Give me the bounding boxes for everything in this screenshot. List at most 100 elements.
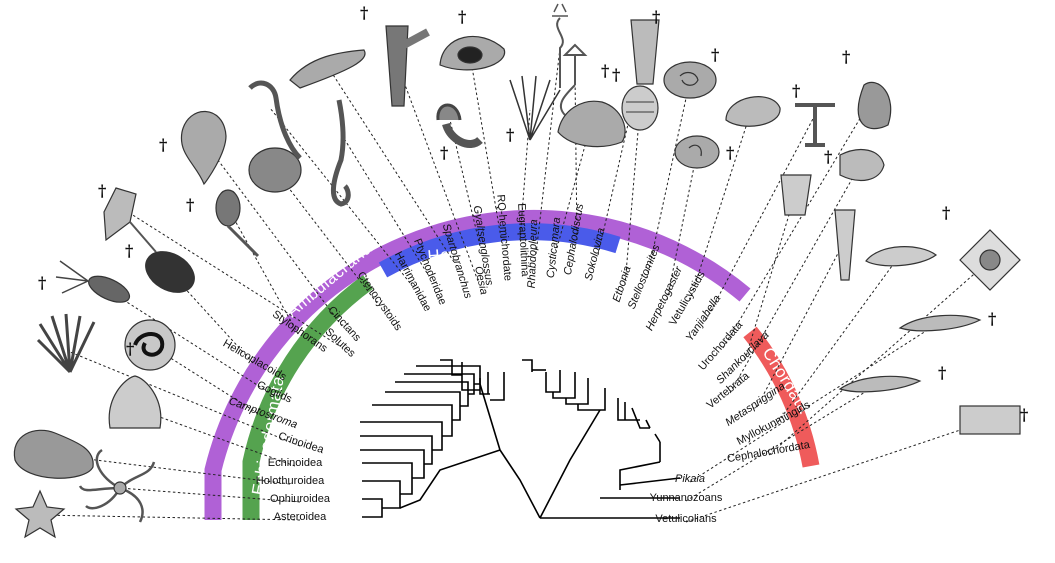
leader-line-solutes (127, 211, 339, 346)
organism-icon-ophiuroidea (78, 448, 156, 523)
tree-branch (479, 378, 490, 395)
extinct-dagger-yunnanozoans: † (938, 363, 946, 382)
organism-icon-rhabdopleura (552, 3, 568, 88)
organism-icon-oesia (385, 25, 430, 107)
leader-line-cephalochordata (768, 259, 991, 456)
organism-icon-asteroidea (14, 489, 66, 539)
organism-icon-cinctans (180, 110, 227, 186)
leader-line-spartobranchus (329, 69, 455, 263)
extinct-dagger-sokolovina: † (612, 65, 620, 84)
organism-icon-stellostomites (663, 61, 717, 99)
extinct-dagger-gogiids: † (38, 273, 46, 292)
taxon-label-yunnanozoans: Yunnanozoans (650, 492, 723, 504)
taxon-label-holothuroidea: Holothuroidea (256, 475, 325, 487)
tree-branch (654, 433, 661, 443)
taxon-label-pikaia: Pikaia (675, 473, 705, 485)
leader-line-gyaltsenglossus (449, 119, 481, 247)
extinct-dagger-cysticamara: † (601, 61, 609, 80)
leader-line-stellostomites (646, 79, 691, 279)
organism-icon-vertebrata (839, 148, 885, 182)
organism-icon-spartobranchus (289, 49, 366, 89)
organism-icon-cysticamara (557, 100, 626, 148)
tree-branch (565, 378, 589, 405)
tree-branch (631, 407, 650, 429)
organism-icon-stylophorans (215, 189, 260, 258)
leader-line-myllokunmingids (774, 254, 901, 427)
extinct-dagger-herpetogaster: † (726, 143, 734, 162)
leader-line-shankouclava (744, 194, 796, 361)
leader-line-oesia (397, 65, 479, 282)
organism-icon-echinoidea (108, 375, 162, 429)
organism-icon-pikaia (898, 314, 982, 332)
organism-icon-camptostroma (124, 319, 176, 371)
extinct-dagger-spartobranchus: † (360, 3, 368, 22)
taxon-label-ophiuroidea: Ophiuroidea (270, 493, 331, 505)
tree-branch (461, 362, 480, 391)
taxon-label-echinoidea: Echinoidea (268, 457, 323, 469)
leader-line-holothuroidea (54, 454, 291, 485)
extinct-dagger-eugraptolithina: † (506, 125, 514, 144)
organism-icon-harrimanidae (248, 80, 302, 160)
leader-line-asteroidea (39, 514, 301, 521)
extinct-dagger-cinctans: † (159, 135, 167, 154)
leader-line-eugraptolithina (519, 109, 531, 241)
organism-icon-yunnanozoans (838, 375, 922, 393)
taxon-label-rhabdopleura: Rhabdopleura (526, 219, 540, 289)
extinct-dagger-yanjiahella: † (842, 47, 850, 66)
extinct-dagger-vetulicolians: † (1020, 405, 1028, 424)
leader-line-vetulicystids (689, 107, 753, 301)
organism-icon-shankouclava (780, 174, 812, 216)
organism-icon-cephalochordata (959, 229, 1021, 291)
leader-line-ptychoderidae (344, 139, 428, 274)
tree-branch (522, 359, 533, 372)
leader-line-etbonia (624, 107, 641, 286)
organism-icon-sokolovina (630, 19, 660, 85)
organism-illustrations (13, 3, 1021, 539)
extinct-dagger-rq_hemichordate: † (458, 7, 466, 26)
leader-line-urochordata (722, 104, 869, 349)
taxon-label-vetulicolians: Vetulicolians (655, 513, 717, 525)
organism-icon-solutes (103, 187, 157, 253)
organism-icon-herpetogaster (674, 135, 720, 169)
organism-icon-ptychoderidae (331, 99, 351, 207)
organism-icon-rq_hemichordate (439, 35, 506, 71)
organism-icon-yanjiahella (795, 103, 835, 147)
extinct-markers: †††††††††††††††††††††† (38, 3, 1028, 424)
leader-line-vetulicolians (685, 419, 991, 523)
tree-branch (362, 480, 401, 509)
tree-branch (362, 498, 383, 518)
tree-branches (360, 359, 681, 519)
taxon-label-eugraptolithina: Eugraptolithina (515, 203, 531, 278)
tree-branch (372, 404, 453, 437)
organism-icon-crinoidea (36, 313, 96, 374)
extinct-dagger-vetulicystids: † (792, 81, 800, 100)
tree-branch (385, 391, 461, 421)
organism-icon-gyaltsenglossus (436, 103, 483, 148)
leader-line-crinoidea (69, 351, 301, 447)
tree-branch (490, 372, 505, 401)
leader-line-helicoplacoids (169, 271, 254, 364)
tree-branch (399, 449, 501, 509)
tree-branch (479, 383, 541, 519)
ambulacraria-band (204, 209, 751, 520)
extinct-dagger-myllokunmingids: † (942, 203, 950, 222)
organism-icon-cephalodiscus (559, 43, 588, 116)
tree-branch (395, 381, 469, 407)
tree-branch (360, 449, 425, 479)
extinct-dagger-stylophorans: † (186, 195, 194, 214)
taxon-label-crinoidea: Crinoidea (277, 430, 326, 456)
tree-branch (619, 477, 681, 486)
tree-branch (539, 409, 601, 519)
taxon-label-ctenocystoids: Ctenocystoids (355, 270, 405, 334)
leader-line-harrimanidae (269, 107, 411, 284)
tree-branch (416, 365, 481, 385)
organism-icon-etbonia (621, 85, 659, 131)
tree-branch (577, 388, 606, 411)
extinct-dagger-solutes: † (98, 181, 106, 200)
leader-line-pikaia (689, 321, 941, 483)
tree-branch (645, 419, 651, 429)
extinct-dagger-camptostroma: † (126, 339, 134, 358)
organism-icon-vetulicystids (725, 96, 781, 127)
extinct-dagger-shankouclava: † (824, 147, 832, 166)
